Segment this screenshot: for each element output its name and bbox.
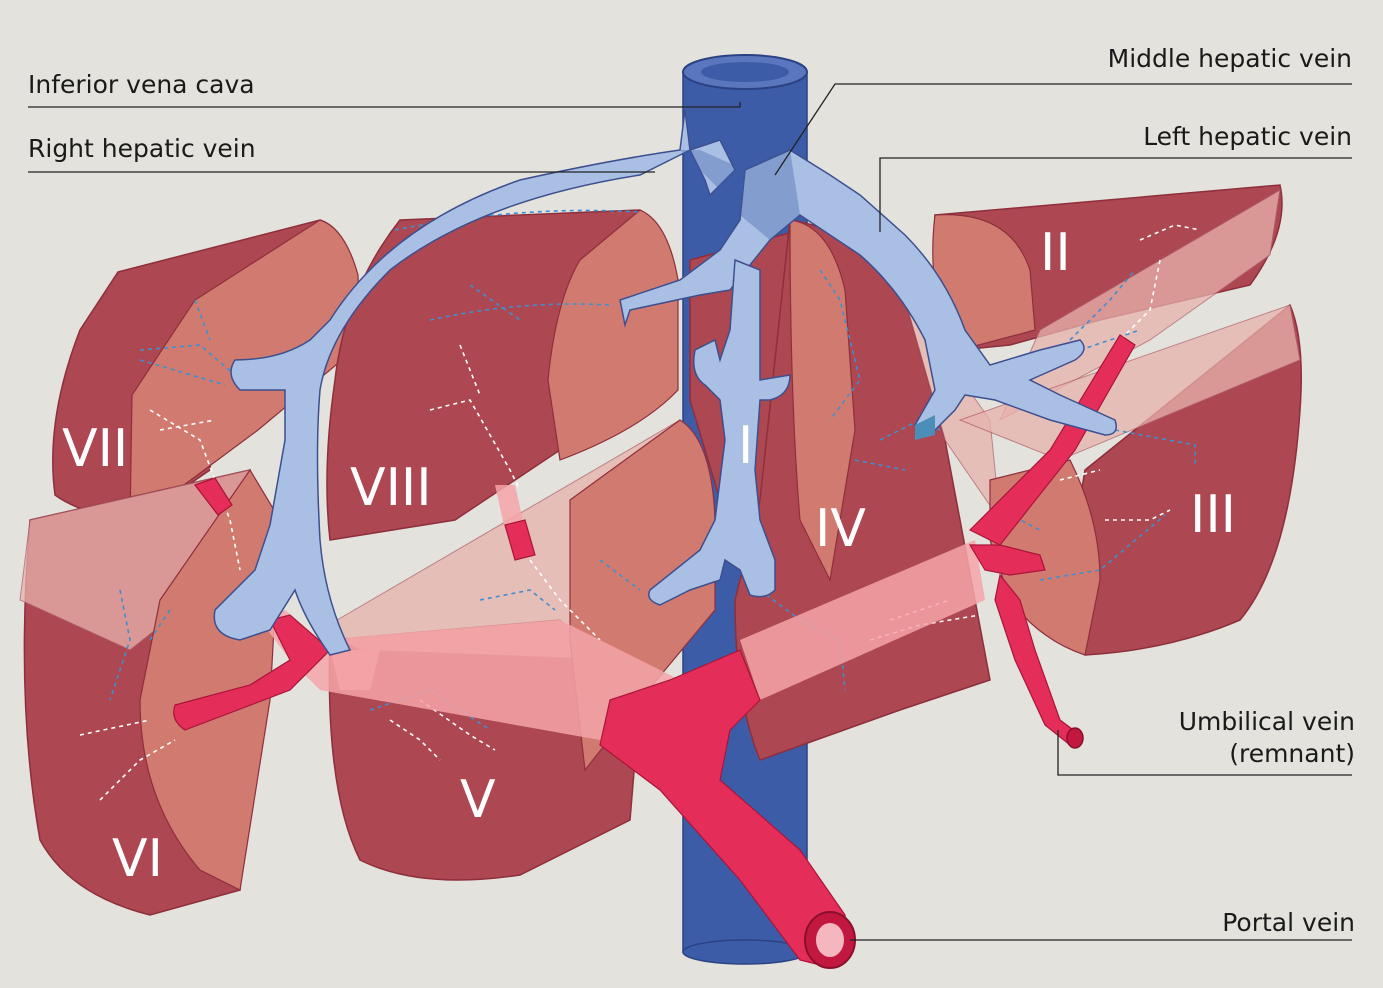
label-middle-hepatic-vein: Middle hepatic vein xyxy=(1108,44,1352,73)
label-umbilical-vein: Umbilical vein xyxy=(1179,707,1355,736)
hepatic-veins xyxy=(213,109,1117,656)
label-umbilical-remnant: (remnant) xyxy=(1229,739,1355,768)
label-portal-vein: Portal vein xyxy=(1222,908,1355,937)
leader-lines xyxy=(28,83,1352,941)
segment-label-iv: IV xyxy=(815,499,866,559)
label-right-hepatic-vein: Right hepatic vein xyxy=(28,134,256,163)
segment-label-v: V xyxy=(460,770,496,830)
segment-label-ii: II xyxy=(1040,223,1071,283)
segment-label-viii: VIII xyxy=(350,458,432,518)
segment-viii xyxy=(326,209,679,541)
portal-vein xyxy=(173,334,1136,969)
portal-branches-ghost xyxy=(260,485,985,740)
label-inferior-vena-cava: Inferior vena cava xyxy=(28,70,255,99)
segment-label-vii: VII xyxy=(62,419,128,479)
segment-label-i: I xyxy=(738,416,753,476)
segment-label-iii: III xyxy=(1190,485,1236,545)
segment-vi xyxy=(19,468,281,916)
label-left-hepatic-vein: Left hepatic vein xyxy=(1143,122,1352,151)
intrahepatic-vessel-outlines xyxy=(79,209,1201,801)
segment-label-vi: VI xyxy=(112,829,163,889)
